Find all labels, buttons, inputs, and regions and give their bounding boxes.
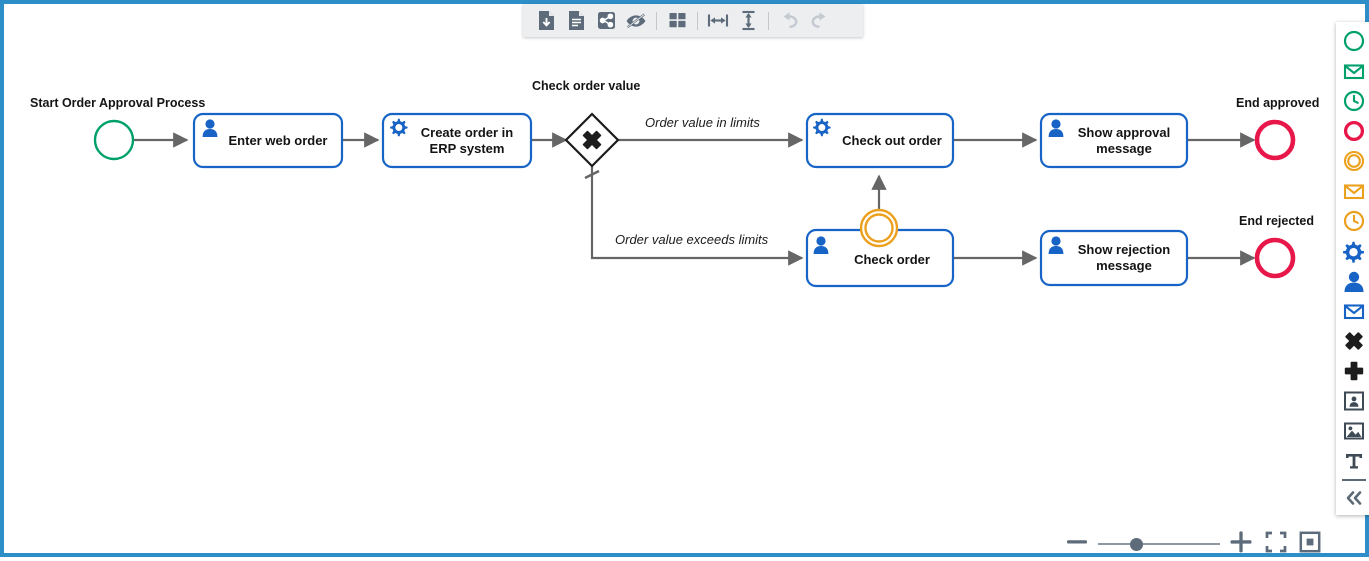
bpmn-diagram bbox=[4, 4, 1369, 561]
node-check-order-value-gateway[interactable] bbox=[566, 114, 618, 166]
user-task-icon[interactable] bbox=[1338, 266, 1369, 296]
node-show-rejection-message[interactable] bbox=[1041, 231, 1187, 285]
download-file-icon[interactable] bbox=[531, 6, 561, 36]
document-glyph bbox=[567, 10, 586, 31]
service-task-icon[interactable] bbox=[1338, 236, 1369, 266]
text-annotation-icon[interactable] bbox=[1338, 446, 1369, 476]
share-icon[interactable] bbox=[591, 6, 621, 36]
double-chevron-left-glyph bbox=[1343, 488, 1365, 508]
gear-glyph bbox=[1342, 240, 1365, 263]
node-check-out-order[interactable] bbox=[807, 114, 953, 167]
toolbar-separator bbox=[697, 12, 698, 30]
intermediate-event-icon[interactable] bbox=[1338, 146, 1369, 176]
x-cross-glyph bbox=[1343, 330, 1365, 352]
actual-size-button[interactable] bbox=[1298, 530, 1322, 559]
parallel-gateway-icon[interactable] bbox=[1338, 356, 1369, 386]
arrows-horizontal-glyph bbox=[707, 11, 729, 30]
arrows-vertical-glyph bbox=[739, 10, 758, 31]
plus-cross-glyph bbox=[1343, 360, 1365, 382]
undo-icon[interactable] bbox=[774, 6, 804, 36]
circle-glyph bbox=[1343, 30, 1365, 52]
thick-circle-glyph bbox=[1343, 120, 1365, 142]
node-start-event[interactable] bbox=[95, 121, 133, 159]
clock-glyph bbox=[1343, 210, 1365, 232]
distribute-horizontal-icon[interactable] bbox=[703, 6, 733, 36]
node-show-approval-message[interactable] bbox=[1041, 114, 1187, 167]
zoom-in-button[interactable] bbox=[1228, 530, 1254, 559]
zoom-slider[interactable] bbox=[1098, 535, 1220, 553]
clock-glyph bbox=[1343, 90, 1365, 112]
envelope-glyph bbox=[1343, 302, 1365, 321]
fit-to-screen-button[interactable] bbox=[1264, 530, 1288, 559]
grid-glyph bbox=[668, 11, 687, 30]
envelope-glyph bbox=[1343, 62, 1365, 81]
grid-layout-icon[interactable] bbox=[662, 6, 692, 36]
person-glyph bbox=[1343, 270, 1365, 292]
node-end-rejected[interactable] bbox=[1257, 240, 1293, 276]
boundary-intermediate-event-icon[interactable] bbox=[861, 210, 897, 246]
message-intermediate-event-icon[interactable] bbox=[1338, 176, 1369, 206]
undo-glyph bbox=[779, 11, 800, 30]
picture-glyph bbox=[1343, 420, 1365, 442]
pool-icon[interactable] bbox=[1338, 386, 1369, 416]
timer-start-event-icon[interactable] bbox=[1338, 86, 1369, 116]
distribute-vertical-icon[interactable] bbox=[733, 6, 763, 36]
letter-t-glyph bbox=[1343, 450, 1365, 472]
node-enter-web-order[interactable] bbox=[194, 114, 342, 167]
toolbar-separator bbox=[656, 12, 657, 30]
zoom-slider-track bbox=[1098, 543, 1220, 545]
hide-eye-icon[interactable] bbox=[621, 6, 651, 36]
expand-corners-glyph bbox=[1264, 530, 1288, 554]
collapse-palette-icon[interactable] bbox=[1338, 483, 1369, 513]
minus-glyph bbox=[1064, 531, 1090, 553]
share-glyph bbox=[597, 11, 616, 30]
image-icon[interactable] bbox=[1338, 416, 1369, 446]
flow-gateway-to-checkorder[interactable] bbox=[592, 165, 802, 258]
plus-glyph bbox=[1228, 530, 1254, 554]
redo-icon[interactable] bbox=[804, 6, 834, 36]
pool-glyph bbox=[1343, 390, 1365, 412]
exclusive-gateway-icon[interactable] bbox=[1338, 326, 1369, 356]
document-icon[interactable] bbox=[561, 6, 591, 36]
double-circle-glyph bbox=[1343, 150, 1365, 172]
diagram-canvas[interactable]: Start Order Approval Process Enter web o… bbox=[4, 4, 1369, 561]
square-in-square-glyph bbox=[1298, 530, 1322, 554]
zoom-controls bbox=[1064, 531, 1330, 557]
palette-separator bbox=[1342, 479, 1366, 481]
envelope-glyph bbox=[1343, 182, 1365, 201]
redo-glyph bbox=[809, 11, 830, 30]
end-event-icon[interactable] bbox=[1338, 116, 1369, 146]
toolbar-separator bbox=[768, 12, 769, 30]
element-palette bbox=[1336, 22, 1369, 515]
send-task-icon[interactable] bbox=[1338, 296, 1369, 326]
node-create-order-erp[interactable] bbox=[383, 114, 531, 167]
zoom-out-button[interactable] bbox=[1064, 531, 1090, 558]
eye-slash-glyph bbox=[625, 12, 647, 30]
start-event-icon[interactable] bbox=[1338, 26, 1369, 56]
message-start-event-icon[interactable] bbox=[1338, 56, 1369, 86]
download-file-glyph bbox=[537, 10, 556, 31]
timer-intermediate-event-icon[interactable] bbox=[1338, 206, 1369, 236]
node-end-approved[interactable] bbox=[1257, 122, 1293, 158]
zoom-slider-handle[interactable] bbox=[1130, 538, 1143, 551]
diagram-toolbar bbox=[523, 4, 863, 37]
